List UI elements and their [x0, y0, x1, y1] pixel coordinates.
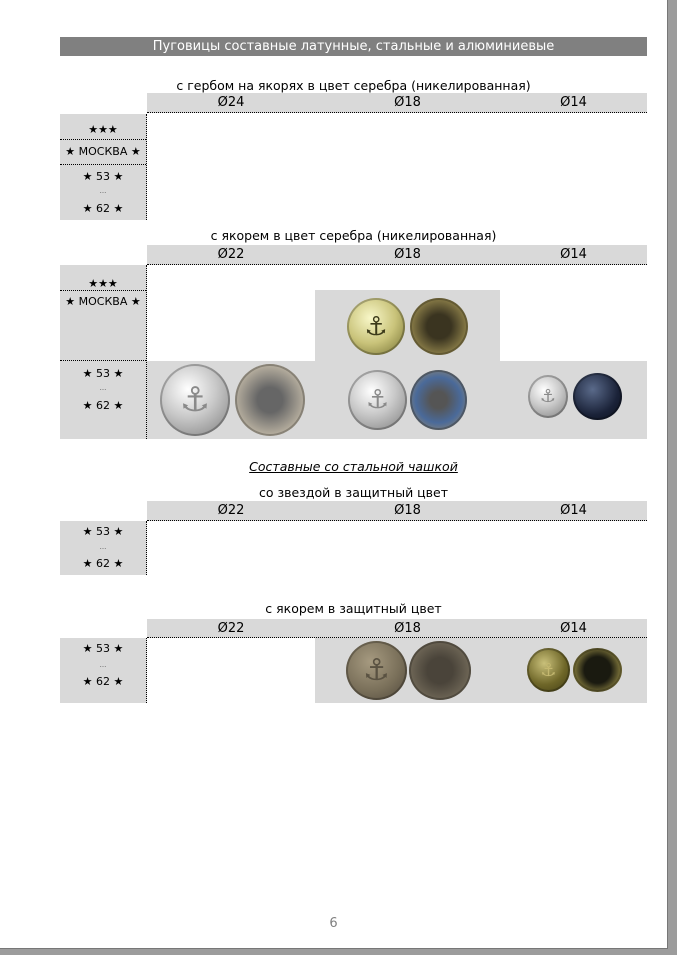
- row-label: ★★★: [88, 123, 118, 136]
- row-labels: ★ 53 ★ ... ★ 62 ★: [60, 521, 147, 575]
- button-back: [410, 298, 468, 355]
- section-subtitle: со звездой в защитный цвет: [258, 485, 449, 500]
- button-back: [573, 648, 622, 692]
- button-back: [235, 364, 305, 436]
- row-label: ★ 62 ★: [82, 675, 124, 688]
- button-back: [410, 370, 467, 430]
- size-header: Ø22 Ø18 Ø14: [147, 245, 647, 265]
- section-subtitle: с якорем в цвет серебра (никелированная): [210, 228, 497, 243]
- row-label: ...: [99, 187, 107, 195]
- col-header: Ø22: [217, 621, 245, 636]
- col-header: Ø14: [560, 95, 587, 110]
- anchor-button-front: ⚓: [347, 298, 405, 355]
- row-label: ★ 53 ★: [82, 642, 124, 655]
- row-label: ★ 53 ★: [82, 525, 124, 538]
- anchor-button-front: ⚓: [528, 375, 568, 418]
- steel-cup-heading: Составные со стальной чашкой: [249, 459, 458, 474]
- row-labels: ★ 53 ★ ... ★ 62 ★: [60, 638, 147, 703]
- col-header: Ø22: [217, 247, 245, 262]
- size-header: Ø22 Ø18 Ø14: [147, 501, 647, 521]
- row-labels: ★★★ ★ МОСКВА ★ ★ 53 ★ ... ★ 62 ★: [60, 114, 147, 220]
- button-back: [573, 373, 622, 420]
- col-header: Ø24: [217, 95, 245, 110]
- anchor-button-front: ⚓: [348, 370, 407, 430]
- row-label: ★ 62 ★: [82, 557, 124, 570]
- anchor-button-front: ⚓: [160, 364, 230, 436]
- page-title: Пуговицы составные латунные, стальные и …: [60, 37, 647, 56]
- row-label: ★ 53 ★: [82, 367, 124, 380]
- row-label: ★ 53 ★: [82, 170, 124, 183]
- row-labels: ★★★ ★ МОСКВА ★ ★ 53 ★ ... ★ 62 ★: [60, 265, 147, 439]
- row-label: ...: [99, 661, 107, 669]
- col-header: Ø18: [394, 503, 421, 518]
- row-label: ★ МОСКВА ★: [65, 295, 141, 308]
- cell-moscow-18: [315, 290, 500, 361]
- row-label: ★ 62 ★: [82, 202, 124, 215]
- col-header: Ø14: [560, 621, 587, 636]
- row-label: ...: [99, 543, 107, 551]
- section-subtitle: с гербом на якорях в цвет серебра (никел…: [176, 78, 531, 93]
- button-back: [409, 641, 471, 700]
- size-header: Ø22 Ø18 Ø14: [147, 619, 647, 638]
- page-number: 6: [329, 916, 338, 931]
- anchor-button-front: ⚓: [346, 641, 407, 700]
- row-label: ★★★: [88, 277, 118, 290]
- row-label: ★ МОСКВА ★: [65, 145, 141, 158]
- row-label: ★ 62 ★: [82, 399, 124, 412]
- anchor-button-front: ⚓: [527, 648, 570, 692]
- col-header: Ø18: [394, 95, 421, 110]
- size-header: Ø24 Ø18 Ø14: [147, 93, 647, 113]
- row-label: ...: [99, 384, 107, 392]
- col-header: Ø14: [560, 503, 587, 518]
- col-header: Ø22: [217, 503, 245, 518]
- col-header: Ø18: [394, 621, 421, 636]
- section-subtitle: с якорем в защитный цвет: [265, 601, 442, 616]
- col-header: Ø14: [560, 247, 587, 262]
- col-header: Ø18: [394, 247, 421, 262]
